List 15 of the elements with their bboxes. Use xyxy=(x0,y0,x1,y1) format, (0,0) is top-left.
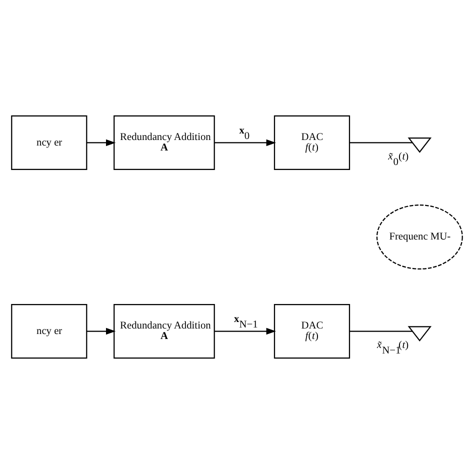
node-box: Redundancy Addition A xyxy=(114,115,215,170)
arrow xyxy=(86,139,116,146)
node-box: DAC f(t) xyxy=(274,304,350,359)
node-ellipse: Frequenc MU- xyxy=(376,204,463,270)
node-box: Redundancy Addition A xyxy=(114,304,215,359)
node-box: ncy er xyxy=(11,115,88,170)
arrow xyxy=(214,139,276,146)
connector xyxy=(350,330,412,332)
arrow xyxy=(214,328,276,335)
connector xyxy=(350,142,412,144)
node-box: ncy er xyxy=(11,304,88,359)
arrow xyxy=(86,328,116,335)
node-antenna xyxy=(408,326,432,342)
node-box: DAC f(t) xyxy=(274,115,350,170)
node-antenna xyxy=(408,138,432,153)
